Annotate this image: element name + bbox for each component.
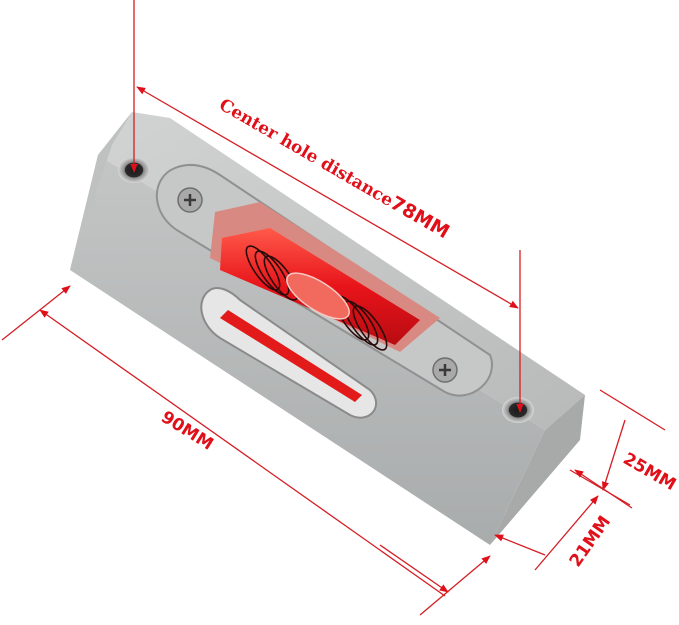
width-label: 21MM bbox=[566, 512, 615, 571]
height-label: 25MM bbox=[620, 449, 679, 495]
screw-left bbox=[177, 187, 203, 213]
dimension-lines bbox=[1, 0, 666, 616]
mounting-hole-right bbox=[502, 397, 534, 423]
block-side-face bbox=[490, 395, 585, 545]
side-vial-liquid bbox=[220, 310, 362, 402]
screw-right bbox=[432, 357, 458, 383]
